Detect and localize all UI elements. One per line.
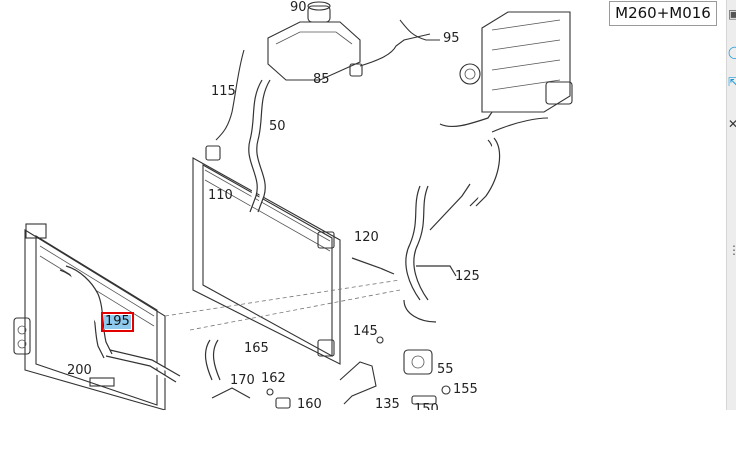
callout-125[interactable]: 125: [455, 269, 480, 284]
callout-90[interactable]: 90: [290, 0, 307, 15]
more-icon[interactable]: ⋮: [728, 243, 736, 257]
search-icon[interactable]: ◯: [728, 45, 736, 59]
callout-145[interactable]: 145: [353, 324, 378, 339]
side-toolbar: ▣ ◯ ⇱ ✕ ⋮: [726, 0, 736, 410]
callout-162[interactable]: 162: [261, 371, 286, 386]
callout-160[interactable]: 160: [297, 397, 322, 412]
close-icon[interactable]: ✕: [728, 117, 736, 131]
callout-170[interactable]: 170: [230, 373, 255, 388]
callout-165[interactable]: 165: [244, 341, 269, 356]
coolant-hoses: [59, 19, 549, 409]
callout-200[interactable]: 200: [67, 363, 92, 378]
callout-110[interactable]: 110: [208, 188, 233, 203]
callout-155[interactable]: 155: [453, 382, 478, 397]
copy-icon[interactable]: ▣: [728, 7, 736, 21]
callout-50[interactable]: 50: [269, 119, 286, 134]
callout-55[interactable]: 55: [437, 362, 454, 377]
callout-95[interactable]: 95: [443, 31, 460, 46]
parts-drawing: [13, 1, 573, 411]
expansion-tank: [267, 1, 363, 81]
exploded-parts-diagram: 90 95 85 115 50 110 120 125 195 165 145 …: [13, 0, 717, 417]
callout-115[interactable]: 115: [211, 84, 236, 99]
callout-135[interactable]: 135: [375, 397, 400, 412]
blank-footer: [0, 410, 736, 452]
model-code-label: M260+M016: [609, 1, 717, 26]
callout-85[interactable]: 85: [313, 72, 330, 87]
intercooler: [459, 11, 573, 113]
callout-120[interactable]: 120: [354, 230, 379, 245]
callout-195-selected[interactable]: 195: [101, 312, 134, 332]
rear-radiator: [192, 145, 341, 365]
expand-icon[interactable]: ⇱: [728, 75, 736, 89]
